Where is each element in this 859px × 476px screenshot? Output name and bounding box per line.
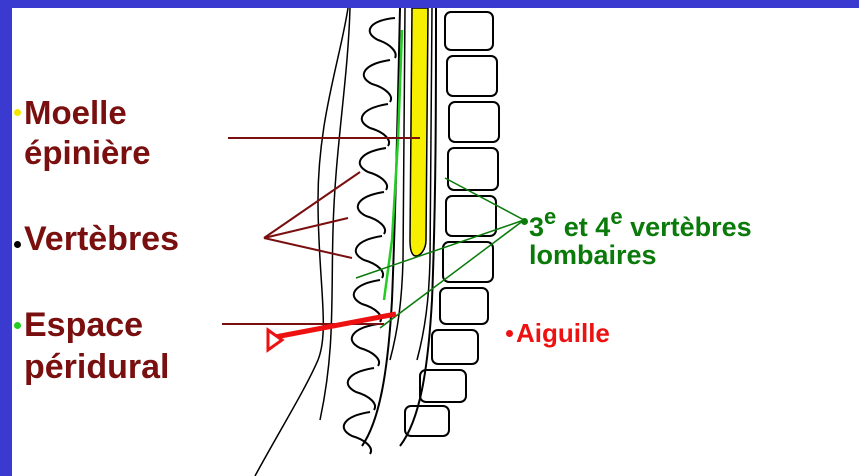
spinal-cord xyxy=(410,8,428,256)
diagram-canvas: Moelle épinière Vertèbres Espace péridur… xyxy=(12,8,859,476)
label-moelle-line2: épinière xyxy=(24,136,151,169)
lombaires-bullet xyxy=(521,218,528,225)
skin-outline xyxy=(255,8,348,476)
label-moelle-line1: Moelle xyxy=(24,96,127,129)
canal-wall-left xyxy=(362,8,400,446)
pointers-vertebres xyxy=(264,172,360,258)
lombaires-text-vertebres: vertèbres xyxy=(623,212,752,242)
spinous-processes xyxy=(344,18,396,454)
label-lombaires-line1: 3e et 4e vertèbres xyxy=(529,206,752,241)
label-espace-line2: péridural xyxy=(24,350,169,384)
lombaires-sup-2: e xyxy=(610,204,622,229)
vertebres-bullet xyxy=(14,241,21,248)
label-lombaires-line2: lombaires xyxy=(529,242,657,269)
lombaires-sup-1: e xyxy=(544,204,556,229)
label-aiguille: Aiguille xyxy=(516,320,610,346)
moelle-bullet xyxy=(14,109,21,116)
espace-bullet xyxy=(14,322,21,329)
lombaires-number-3: 3 xyxy=(529,212,544,242)
lower-curve xyxy=(255,360,318,476)
lombaires-text-et4: et 4 xyxy=(556,212,610,242)
aiguille-bullet xyxy=(506,330,513,337)
label-espace-line1: Espace xyxy=(24,308,143,342)
label-vertebres: Vertèbres xyxy=(24,222,179,256)
